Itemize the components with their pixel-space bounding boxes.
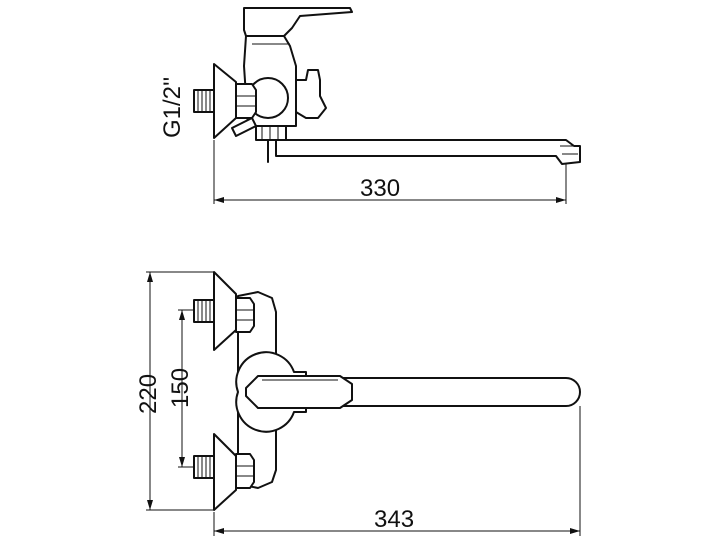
side-diverter-knob — [295, 69, 327, 119]
side-length-dimension: 330 — [213, 140, 567, 204]
side-thread-connector — [193, 89, 215, 113]
overall-height-dimension: 220 — [135, 271, 214, 511]
side-hex-nut — [235, 83, 257, 119]
front-bottom-flange — [213, 433, 237, 511]
front-top-nut — [235, 297, 255, 333]
side-length-label: 330 — [360, 175, 400, 202]
front-bottom-nut — [235, 453, 255, 489]
front-length-dimension: 343 — [213, 406, 581, 536]
inlet-spacing-label: 150 — [167, 368, 194, 408]
front-length-label: 343 — [374, 506, 414, 533]
side-spout — [275, 139, 581, 165]
side-view — [193, 7, 581, 165]
inlet-spacing-dimension: 150 — [167, 309, 194, 468]
overall-height-label: 220 — [135, 374, 162, 414]
front-bottom-connector — [193, 455, 215, 479]
front-view — [193, 271, 581, 511]
side-spout-connector — [255, 125, 287, 141]
side-lever-handle — [243, 7, 353, 37]
front-top-flange — [213, 271, 237, 351]
side-lower-tab — [231, 117, 257, 137]
thread-size-label: G1/2'' — [159, 77, 186, 138]
front-top-connector — [193, 299, 215, 323]
front-lever — [245, 375, 353, 409]
